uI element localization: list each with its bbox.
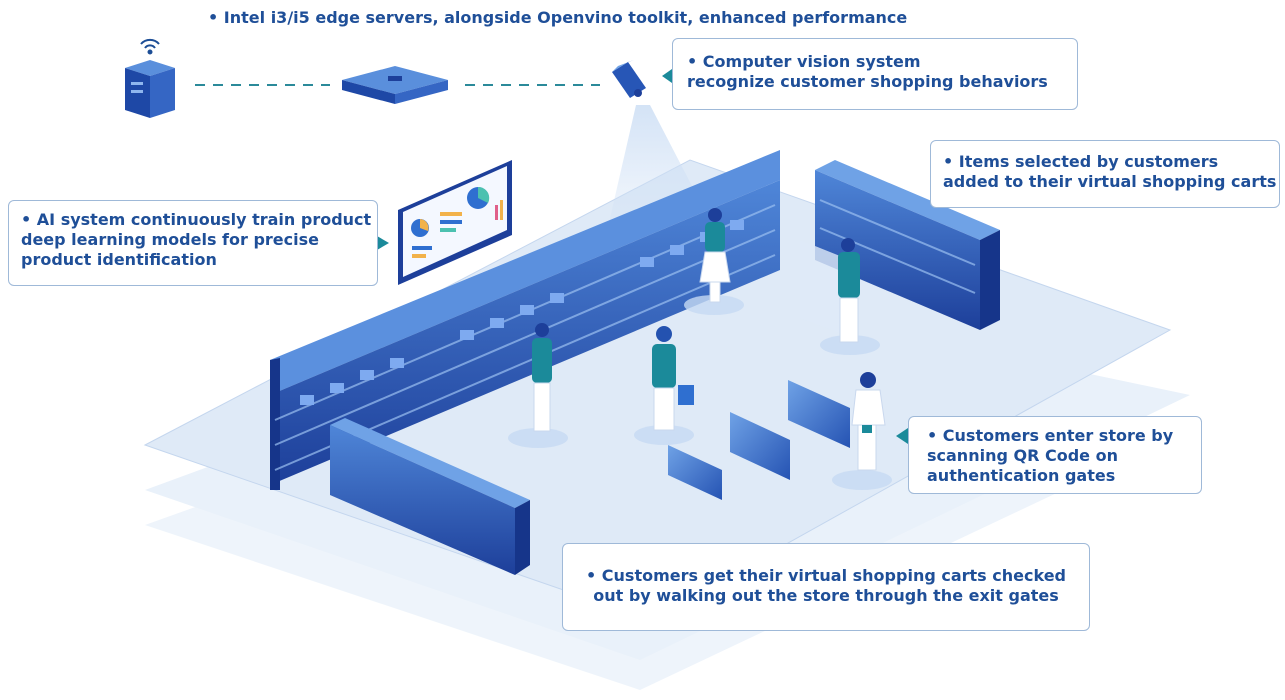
callout-computer-vision: • Computer vision system recognize custo… <box>672 38 1078 110</box>
gates <box>668 380 850 500</box>
customer-figures <box>508 208 892 490</box>
edge-box-icon <box>342 66 448 104</box>
person-1 <box>508 323 568 448</box>
callout-ai-system-line2: deep learning models for precise <box>21 230 319 249</box>
callout-ai-system-line3: product identification <box>21 250 217 269</box>
wifi-icon <box>140 38 160 55</box>
dashboard-icon <box>398 160 512 285</box>
person-3 <box>684 208 744 315</box>
callout-computer-vision-line2: recognize customer shopping behaviors <box>687 72 1048 91</box>
callout-ai-system: • AI system continuously train product d… <box>8 200 378 286</box>
server-icon <box>125 60 175 118</box>
callout-checkout: • Customers get their virtual shopping c… <box>562 543 1090 631</box>
callout-enter-store-line3: authentication gates <box>927 466 1116 485</box>
callout-enter-store-line2: scanning QR Code on <box>927 446 1118 465</box>
callout-items-selected-line2: added to their virtual shopping carts <box>943 172 1277 191</box>
callout-items-selected-line1: • Items selected by customers <box>943 152 1219 171</box>
callout-ai-system-line1: • AI system continuously train product <box>21 210 372 229</box>
callout-checkout-line2: out by walking out the store through the… <box>593 586 1059 605</box>
front-counter <box>330 418 530 575</box>
person-4 <box>820 238 880 355</box>
person-2 <box>634 326 694 445</box>
person-5 <box>832 372 892 490</box>
callout-checkout-line1: • Customers get their virtual shopping c… <box>585 566 1066 585</box>
callout-edge-servers-line2: Openvino toolkit, enhanced performance <box>537 8 908 27</box>
callout-computer-vision-line1: • Computer vision system <box>687 52 921 71</box>
callout-edge-servers: • Intel i3/i5 edge servers, alongside Op… <box>208 8 907 28</box>
callout-items-selected: • Items selected by customers added to t… <box>930 140 1280 208</box>
callout-edge-servers-line1: • Intel i3/i5 edge servers, alongside <box>208 8 532 27</box>
callout-enter-store-line1: • Customers enter store by <box>927 426 1174 445</box>
shelf-right-unit <box>800 160 1000 335</box>
callout-pointers <box>377 69 908 444</box>
callout-enter-store: • Customers enter store by scanning QR C… <box>908 416 1202 494</box>
camera-icon <box>612 60 646 98</box>
shelf-back-row <box>270 150 780 490</box>
